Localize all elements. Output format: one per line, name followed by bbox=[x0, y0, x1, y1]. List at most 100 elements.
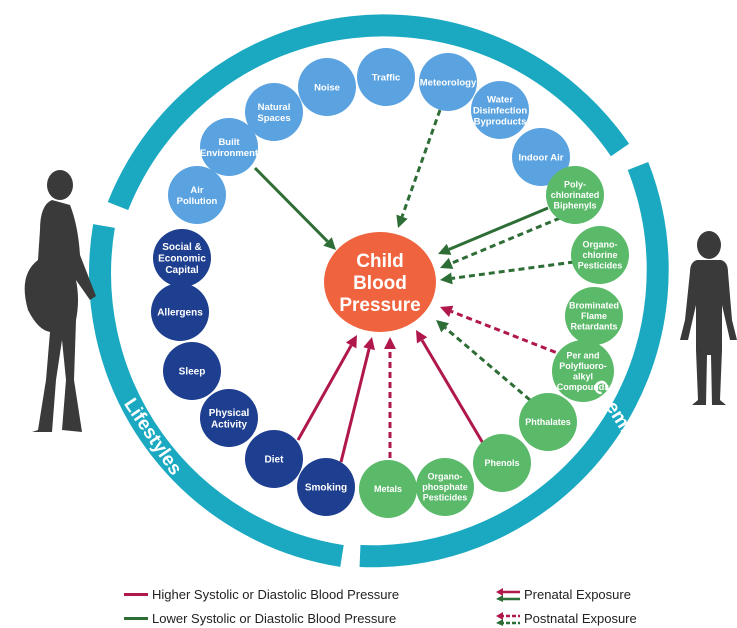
lifestyle-node-circle bbox=[200, 389, 258, 447]
chemical-node: Metals bbox=[359, 460, 417, 518]
chemical-node-label: alkyl bbox=[573, 371, 593, 381]
lifestyle-node-label: Smoking bbox=[305, 483, 347, 494]
outer-ring bbox=[89, 14, 669, 568]
exposure-arrow-head bbox=[438, 243, 452, 255]
chemical-node-label: Pesticides bbox=[423, 493, 468, 503]
chemical-node-label: Metals bbox=[374, 484, 402, 494]
lifestyle-node-circle bbox=[245, 430, 303, 488]
chemical-node-circle bbox=[359, 460, 417, 518]
lifestyle-node-circle bbox=[163, 342, 221, 400]
outdoor-node-circle bbox=[357, 48, 415, 106]
chemical-node-label: Flame bbox=[581, 311, 607, 321]
lifestyle-node-label: Activity bbox=[211, 419, 248, 430]
exposure-arrow-line bbox=[444, 326, 531, 402]
exposure-arrow-line bbox=[400, 109, 442, 218]
chemical-node-circle bbox=[519, 393, 577, 451]
chemical-node-label: Pesticides bbox=[578, 261, 623, 271]
legend-lower: Lower Systolic or Diastolic Blood Pressu… bbox=[124, 611, 396, 626]
outdoor-node: Noise bbox=[298, 58, 356, 116]
lifestyle-node-label: Social & bbox=[162, 242, 201, 253]
chemical-node-label: Brominated bbox=[569, 301, 619, 311]
exposure-arrow-line bbox=[253, 166, 329, 243]
outdoor-node-circle bbox=[298, 58, 356, 116]
outdoor-node-label: Disinfection bbox=[473, 105, 528, 116]
outdoor-node-label: Pollution bbox=[177, 196, 218, 207]
legend-higher-swatch bbox=[124, 593, 148, 596]
arrows bbox=[253, 109, 575, 463]
exposure-arrow-line bbox=[339, 348, 371, 463]
outdoor-node-circle bbox=[471, 81, 529, 139]
exposure-arrow-line bbox=[448, 206, 549, 251]
chemical-node-label: Phthalates bbox=[525, 417, 571, 427]
legend-postnatal: Postnatal Exposure bbox=[496, 611, 637, 626]
outdoor-node-label: Noise bbox=[314, 82, 340, 93]
chemical-node-label: Biphenyls bbox=[553, 201, 596, 211]
exposure-arrow-head bbox=[436, 320, 450, 333]
child-silhouette-icon bbox=[680, 231, 737, 405]
outdoor-node: Meteorology bbox=[419, 53, 477, 111]
chemical-node-label: Retardants bbox=[570, 322, 617, 332]
legend-prenatal-label: Prenatal Exposure bbox=[524, 587, 631, 602]
outdoor-node-label: Meteorology bbox=[420, 77, 477, 88]
chemical-node-label: Compounds bbox=[557, 382, 610, 392]
exposure-arrow-head bbox=[440, 305, 454, 317]
legend-postnatal-label: Postnatal Exposure bbox=[524, 611, 637, 626]
outdoor-node-circle bbox=[419, 53, 477, 111]
outdoor-node-label: Air bbox=[190, 185, 204, 196]
chemical-node-circle bbox=[473, 434, 531, 492]
lifestyle-node-circle bbox=[297, 458, 355, 516]
outdoor-node-label: Indoor Air bbox=[518, 152, 563, 163]
lifestyle-node-label: Physical bbox=[209, 408, 250, 419]
exposure-arrow-line bbox=[420, 339, 489, 451]
lifestyle-node-label: Diet bbox=[265, 455, 285, 466]
prenatal-arrows-icon bbox=[496, 587, 520, 602]
lifestyle-node-label: Economic bbox=[158, 254, 206, 265]
chemical-node-label: phosphate bbox=[422, 482, 468, 492]
outdoor-node-circle bbox=[512, 128, 570, 186]
chemical-node-label: Polyfluoro- bbox=[559, 361, 607, 371]
center-node: Child Blood Pressure bbox=[324, 232, 436, 332]
lifestyle-node-circle bbox=[151, 283, 209, 341]
lifestyle-node-label: Allergens bbox=[157, 308, 203, 319]
chemical-node-label: Organo- bbox=[583, 240, 618, 250]
lifestyle-node: Sleep bbox=[163, 342, 221, 400]
exposure-arrow-head bbox=[416, 330, 428, 344]
ring-segment-chemicals bbox=[359, 162, 669, 568]
chemical-node: Phthalates bbox=[519, 393, 577, 451]
exposure-arrow-head bbox=[345, 335, 357, 349]
chemical-node-label: chlorine bbox=[582, 250, 617, 260]
outdoor-node-circle bbox=[245, 83, 303, 141]
exposure-arrow-head bbox=[396, 214, 408, 228]
outdoor-node-label: Natural bbox=[258, 102, 291, 113]
center-ellipse bbox=[324, 232, 436, 332]
exposure-arrow-line bbox=[296, 344, 353, 441]
outdoor-node-label: Environment bbox=[200, 148, 259, 159]
exposure-arrow-line bbox=[450, 309, 566, 358]
ring-segment-lifestyles bbox=[89, 224, 344, 567]
lifestyle-node: Allergens bbox=[151, 283, 209, 341]
chemical-node-circle bbox=[416, 458, 474, 516]
lifestyle-node-label: Capital bbox=[165, 265, 199, 276]
legend-prenatal: Prenatal Exposure bbox=[496, 587, 631, 602]
chemical-node-circle bbox=[552, 340, 614, 402]
outdoor-node-circle bbox=[168, 166, 226, 224]
ring-segment-outdoor bbox=[107, 14, 630, 211]
chemical-node-circle bbox=[546, 166, 604, 224]
exposure-arrow-head bbox=[440, 257, 454, 269]
outdoor-node-label: Water bbox=[487, 94, 513, 105]
chemical-node-label: Organo- bbox=[428, 472, 463, 482]
postnatal-arrows-icon bbox=[496, 611, 520, 626]
lifestyle-node: Diet bbox=[245, 430, 303, 488]
outdoor-node: Traffic bbox=[357, 48, 415, 106]
legend-higher-label: Higher Systolic or Diastolic Blood Press… bbox=[152, 587, 400, 602]
center-label-line2: Blood bbox=[353, 273, 407, 294]
